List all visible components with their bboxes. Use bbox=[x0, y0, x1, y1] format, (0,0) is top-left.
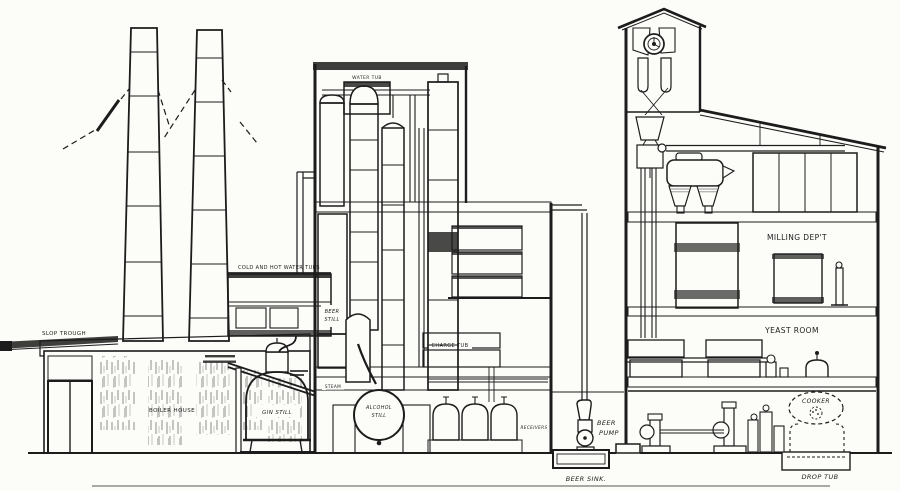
water-tub: WATER TUB bbox=[343, 72, 391, 115]
rectifier-column bbox=[427, 73, 459, 391]
water-tubs-label: COLD AND HOT WATER TUBS bbox=[238, 265, 320, 271]
yeast-room-label: YEAST ROOM bbox=[764, 326, 819, 335]
condenser bbox=[345, 313, 377, 385]
cooker: COOKER bbox=[788, 391, 844, 425]
milling-dept-label: MILLING DEP'T bbox=[767, 233, 827, 242]
beer-still-column: BEER STILL bbox=[317, 94, 348, 369]
illegible-label-marks-2 bbox=[290, 370, 308, 376]
third-column bbox=[381, 122, 405, 391]
water-tub-label: WATER TUB bbox=[352, 75, 382, 81]
chimney-stacks bbox=[62, 27, 258, 342]
guy-wires bbox=[62, 79, 258, 150]
mill-building: MILLING DEP'T YEAST ROOM COOKER bbox=[615, 7, 887, 481]
milling-dept-floor: MILLING DEP'T bbox=[674, 222, 848, 309]
illegible-label-marks bbox=[203, 355, 236, 363]
cooker-label: COOKER bbox=[802, 398, 830, 405]
upper-barrels bbox=[451, 225, 523, 298]
steam-label: STEAM bbox=[325, 384, 341, 389]
drop-tub-label: DROP TUB bbox=[801, 473, 838, 481]
receivers-label: RECEIVERS bbox=[520, 425, 547, 430]
alcohol-still-label-2: STILL bbox=[372, 413, 387, 419]
roller-mill bbox=[666, 152, 736, 214]
beer-sink-label: BEER SINK. bbox=[566, 475, 607, 483]
slop-trough-label: SLOP TROUGH bbox=[42, 331, 86, 337]
beer-still-label-2: STILL bbox=[324, 317, 339, 323]
line-shaft bbox=[657, 122, 845, 153]
boiler-house-label: BOILER HOUSE bbox=[149, 408, 195, 414]
ground-floor-pumps bbox=[639, 401, 785, 454]
elevator-head-wheel bbox=[632, 27, 676, 178]
gin-still-label: GIN STILL bbox=[262, 410, 292, 416]
alcohol-still-label-1: ALCOHOL bbox=[365, 405, 392, 411]
beer-sink: BEER SINK. bbox=[552, 449, 610, 483]
drop-tub: DROP TUB bbox=[781, 423, 851, 481]
receivers: RECEIVERS bbox=[427, 396, 547, 454]
feed-pipe bbox=[296, 171, 316, 274]
beer-still-label-1: BEER bbox=[325, 309, 340, 315]
still-house: CHARGE TUB BEER STILL WATER TUB bbox=[313, 62, 553, 454]
alcohol-still: ALCOHOL STILL STEAM bbox=[322, 382, 431, 454]
charge-tub-label: CHARGE TUB bbox=[432, 343, 469, 349]
beer-pump-label-1: BEER bbox=[597, 419, 616, 427]
beer-pump-label-2: PUMP bbox=[599, 429, 619, 437]
elevator-legs bbox=[640, 168, 657, 338]
yeast-room: YEAST ROOM bbox=[626, 326, 829, 378]
